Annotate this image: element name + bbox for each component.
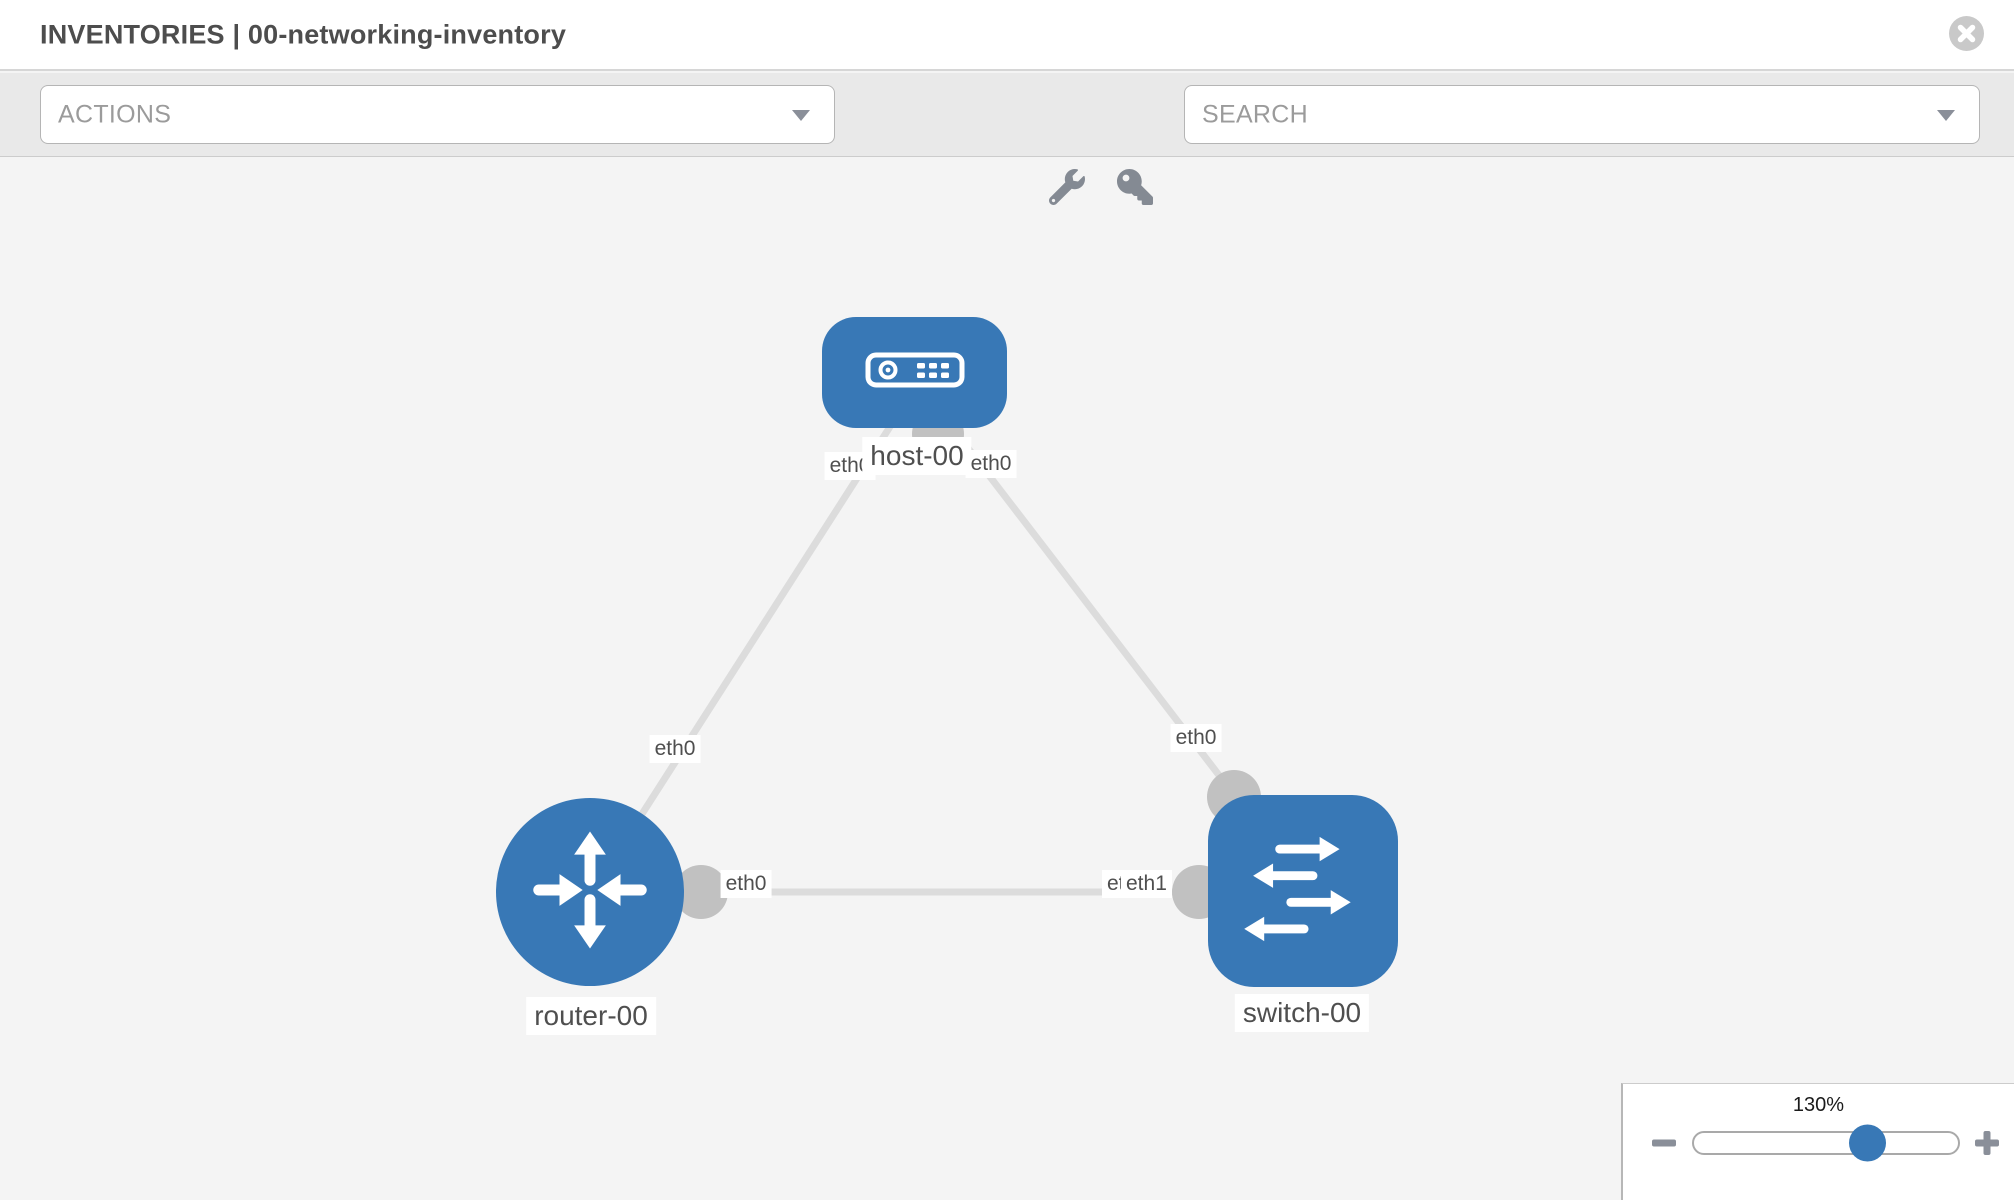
- chevron-down-icon: [792, 109, 810, 121]
- host-icon: [865, 352, 965, 393]
- node-label-host: host-00: [862, 437, 972, 475]
- router-icon: [529, 829, 651, 956]
- node-label-router: router-00: [526, 997, 656, 1035]
- page-title: INVENTORIES | 00-networking-inventory: [40, 19, 567, 49]
- topology-canvas[interactable]: [0, 158, 2014, 1200]
- port-label-link-host-switch: eth0: [1170, 724, 1222, 752]
- node-router-00[interactable]: [496, 798, 684, 986]
- port-label-switch-eth1: eth1: [1121, 870, 1172, 898]
- minus-icon: [1650, 1139, 1678, 1160]
- node-switch-00[interactable]: [1208, 795, 1398, 987]
- zoom-out-button[interactable]: [1650, 1129, 1678, 1157]
- plus-icon: [1973, 1131, 2001, 1160]
- actions-dropdown-label: ACTIONS: [58, 100, 172, 128]
- port-label-host-eth0-right: eth0: [965, 450, 1017, 478]
- port-labels-switch: eth0 eth1: [1102, 870, 1172, 900]
- actions-dropdown[interactable]: ACTIONS: [40, 85, 835, 144]
- key-button[interactable]: [1116, 169, 1154, 207]
- zoom-panel: 130%: [1621, 1083, 2014, 1200]
- search-dropdown-label: SEARCH: [1202, 100, 1308, 128]
- port-label-router-eth0: eth0: [720, 870, 772, 898]
- toolbar: ACTIONS SEARCH: [0, 73, 2014, 206]
- zoom-slider-thumb[interactable]: [1849, 1124, 1886, 1162]
- zoom-in-button[interactable]: [1973, 1129, 2001, 1157]
- port-label-link-host-router: eth0: [649, 735, 701, 763]
- zoom-slider-track[interactable]: [1692, 1124, 1960, 1162]
- node-host-00[interactable]: [822, 317, 1007, 428]
- switch-icon: [1242, 834, 1364, 949]
- search-dropdown[interactable]: SEARCH: [1184, 85, 1980, 144]
- tools-button[interactable]: [1048, 169, 1086, 207]
- chevron-down-icon: [1937, 109, 1955, 121]
- key-icon: [1117, 169, 1153, 208]
- wrench-icon: [1048, 169, 1085, 208]
- zoom-level-value: 130%: [1792, 1094, 1845, 1116]
- node-label-switch: switch-00: [1234, 994, 1370, 1032]
- close-icon: [1949, 16, 1984, 54]
- close-button[interactable]: [1949, 16, 1984, 51]
- panel-header: INVENTORIES | 00-networking-inventory: [0, 0, 2014, 71]
- interface-node-router[interactable]: [674, 865, 728, 919]
